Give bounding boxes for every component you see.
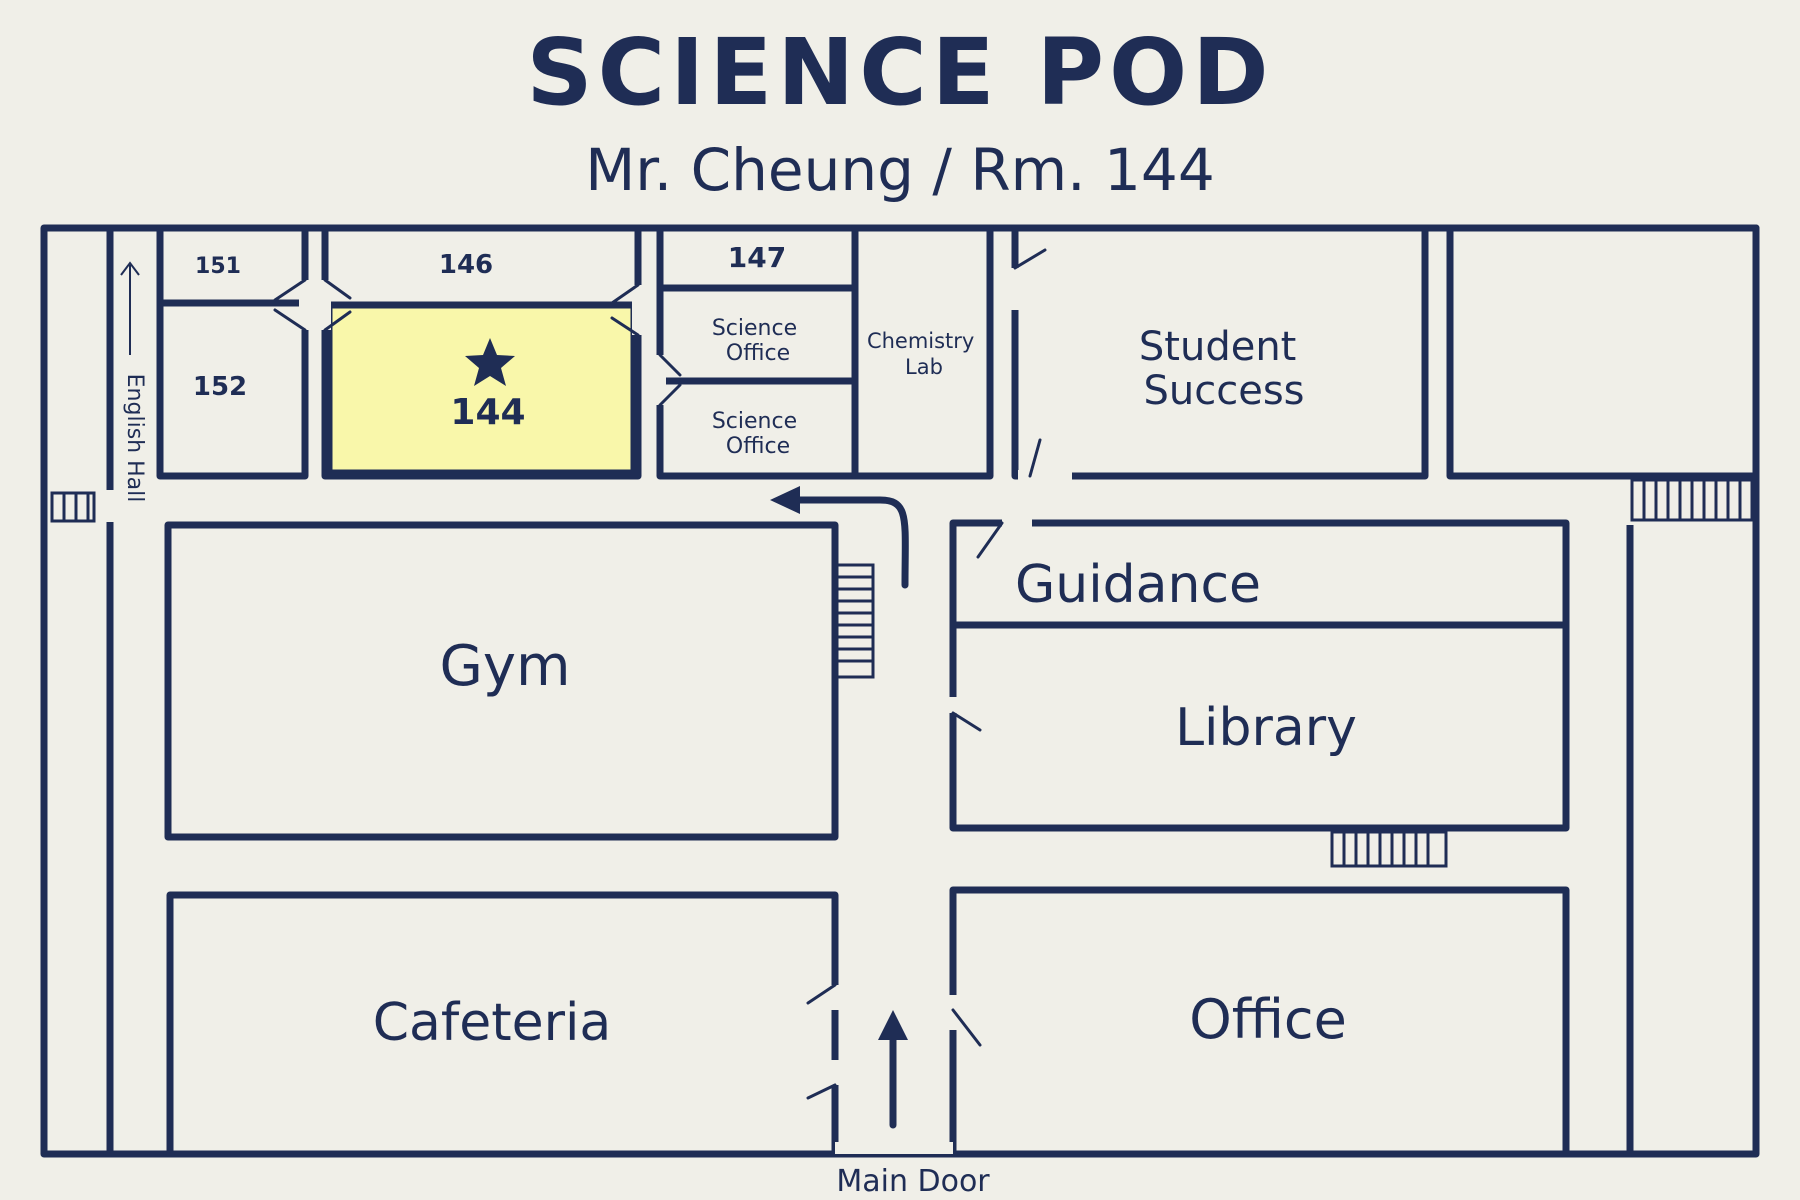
- student-success-label: Student Success: [1139, 324, 1309, 414]
- library-label: Library: [1175, 698, 1357, 758]
- entrance-arrowhead-icon: [878, 1010, 908, 1040]
- science-office-1-label: Science Office: [712, 316, 804, 366]
- stairs-icon: [50, 491, 96, 523]
- room-student-success[interactable]: [1011, 224, 1429, 480]
- english-hall-arrowhead-icon: [120, 261, 140, 276]
- cafeteria-label: Cafeteria: [373, 993, 612, 1053]
- english-hall-label: English Hall: [122, 374, 147, 503]
- room-gym[interactable]: [164, 521, 839, 841]
- room-144-label: 144: [450, 392, 525, 433]
- guidance-label: Guidance: [1015, 555, 1261, 615]
- route-arrowhead-icon: [770, 486, 800, 514]
- building-outline: [40, 224, 1760, 1158]
- room-152-label: 152: [193, 372, 247, 402]
- chemistry-lab-label: Chemistry Lab: [867, 329, 981, 379]
- route-arrow-icon: [786, 496, 909, 589]
- room-cafeteria[interactable]: [166, 891, 839, 1158]
- room-northeast: [1446, 224, 1760, 480]
- office-label: Office: [1189, 988, 1347, 1051]
- door-swings: [273, 248, 1047, 1100]
- map-title: SCIENCE POD: [526, 19, 1274, 126]
- room-151-152-block: [156, 224, 309, 480]
- room-chemistry-lab[interactable]: [851, 224, 994, 480]
- room-147-label: 147: [728, 241, 786, 274]
- gym-label: Gym: [439, 634, 570, 699]
- map-subtitle: Mr. Cheung / Rm. 144: [585, 136, 1215, 204]
- stairs-icon: [1630, 478, 1754, 522]
- main-door-label: Main Door: [836, 1164, 990, 1199]
- science-office-2-label: Science Office: [712, 409, 804, 459]
- stairs-icon: [835, 563, 875, 679]
- room-151-label: 151: [195, 254, 241, 279]
- star-icon: [465, 338, 515, 386]
- room-146-label: 146: [439, 250, 493, 280]
- room-144-highlight[interactable]: [325, 301, 638, 477]
- stairs-icon: [1330, 830, 1448, 868]
- door-gaps: [104, 268, 1072, 1154]
- guidance-library-block: [949, 519, 1570, 832]
